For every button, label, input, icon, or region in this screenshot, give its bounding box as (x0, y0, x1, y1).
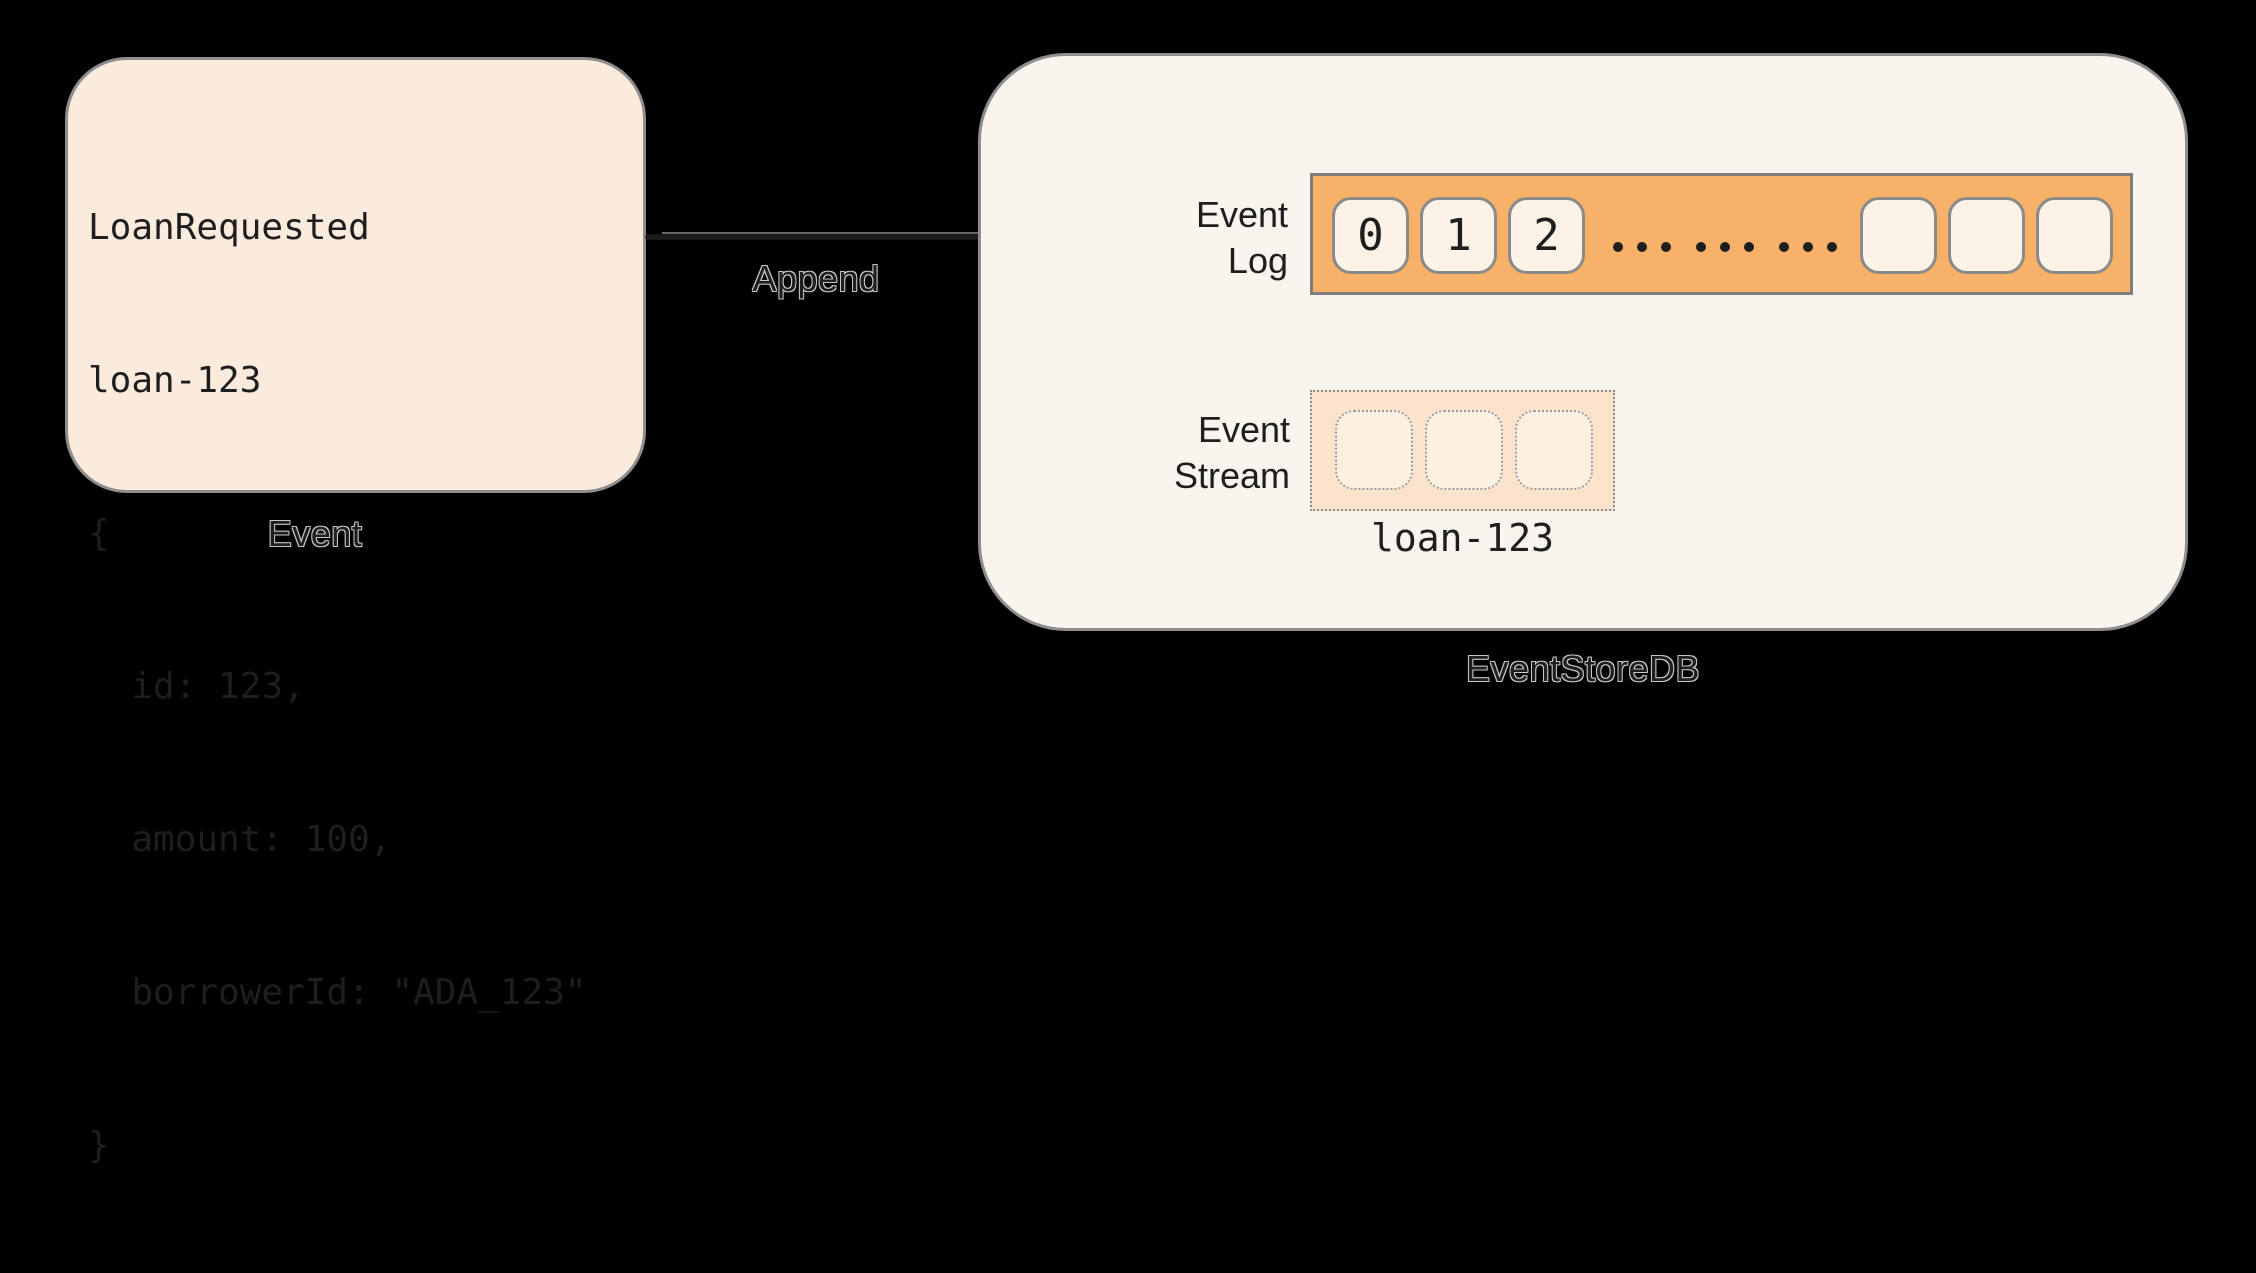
event-card (65, 57, 646, 493)
stream-empty-slot (1515, 410, 1593, 490)
log-slot-2-number: 2 (1533, 210, 1560, 261)
ellipsis-dot (1827, 242, 1837, 252)
log-slot-1: 1 (1420, 197, 1497, 274)
stream-empty-slot (1335, 410, 1413, 490)
stream-name-label: loan-123 (1370, 516, 1555, 560)
log-empty-slot (1948, 197, 2025, 274)
log-slot-0: 0 (1332, 197, 1409, 274)
code-line: { (88, 513, 110, 554)
append-label: Append (752, 258, 880, 299)
log-slot-2: 2 (1508, 197, 1585, 274)
eventstoredb-caption: EventStoreDB (1465, 648, 1701, 689)
event-card-caption: Event (267, 513, 363, 554)
ellipsis-group (1779, 242, 1837, 252)
event-code-block: LoanRequested loan-123 { id: 123, amount… (88, 100, 587, 1273)
ellipsis-dot (1744, 242, 1754, 252)
event-stream-label: Event Stream (1058, 407, 1290, 499)
event-stream-box (1310, 390, 1615, 511)
code-line: } (88, 1125, 110, 1166)
event-log-label-line2: Log (1227, 240, 1288, 281)
event-stream-label-line2: Stream (1173, 455, 1290, 496)
ellipsis-dot (1779, 242, 1789, 252)
event-log-label: Event Log (1058, 192, 1288, 284)
ellipsis-dot (1720, 242, 1730, 252)
code-line: LoanRequested (88, 207, 370, 248)
ellipsis-group (1613, 242, 1671, 252)
log-empty-slot (1860, 197, 1937, 274)
ellipsis-dot (1637, 242, 1647, 252)
event-sourcing-diagram: LoanRequested loan-123 { id: 123, amount… (65, 53, 2188, 1166)
log-slot-0-number: 0 (1357, 210, 1384, 261)
event-stream-label-line1: Event (1197, 409, 1290, 450)
code-line: amount: 100, (88, 819, 392, 860)
ellipsis-dot (1696, 242, 1706, 252)
log-empty-slot (2036, 197, 2113, 274)
code-line: loan-123 (88, 360, 262, 401)
ellipsis-group (1696, 242, 1754, 252)
code-line: id: 123, (88, 666, 305, 707)
stream-empty-slot (1425, 410, 1503, 490)
eventstoredb-container (978, 53, 2188, 631)
event-log-label-line1: Event (1195, 194, 1288, 235)
ellipsis-dot (1613, 242, 1623, 252)
event-log-bar: 0 1 2 (1310, 173, 2133, 295)
ellipsis-dot (1803, 242, 1813, 252)
code-line: borrowerId: "ADA_123" (88, 972, 587, 1013)
ellipsis-dot (1661, 242, 1671, 252)
log-slot-1-number: 1 (1445, 210, 1472, 261)
